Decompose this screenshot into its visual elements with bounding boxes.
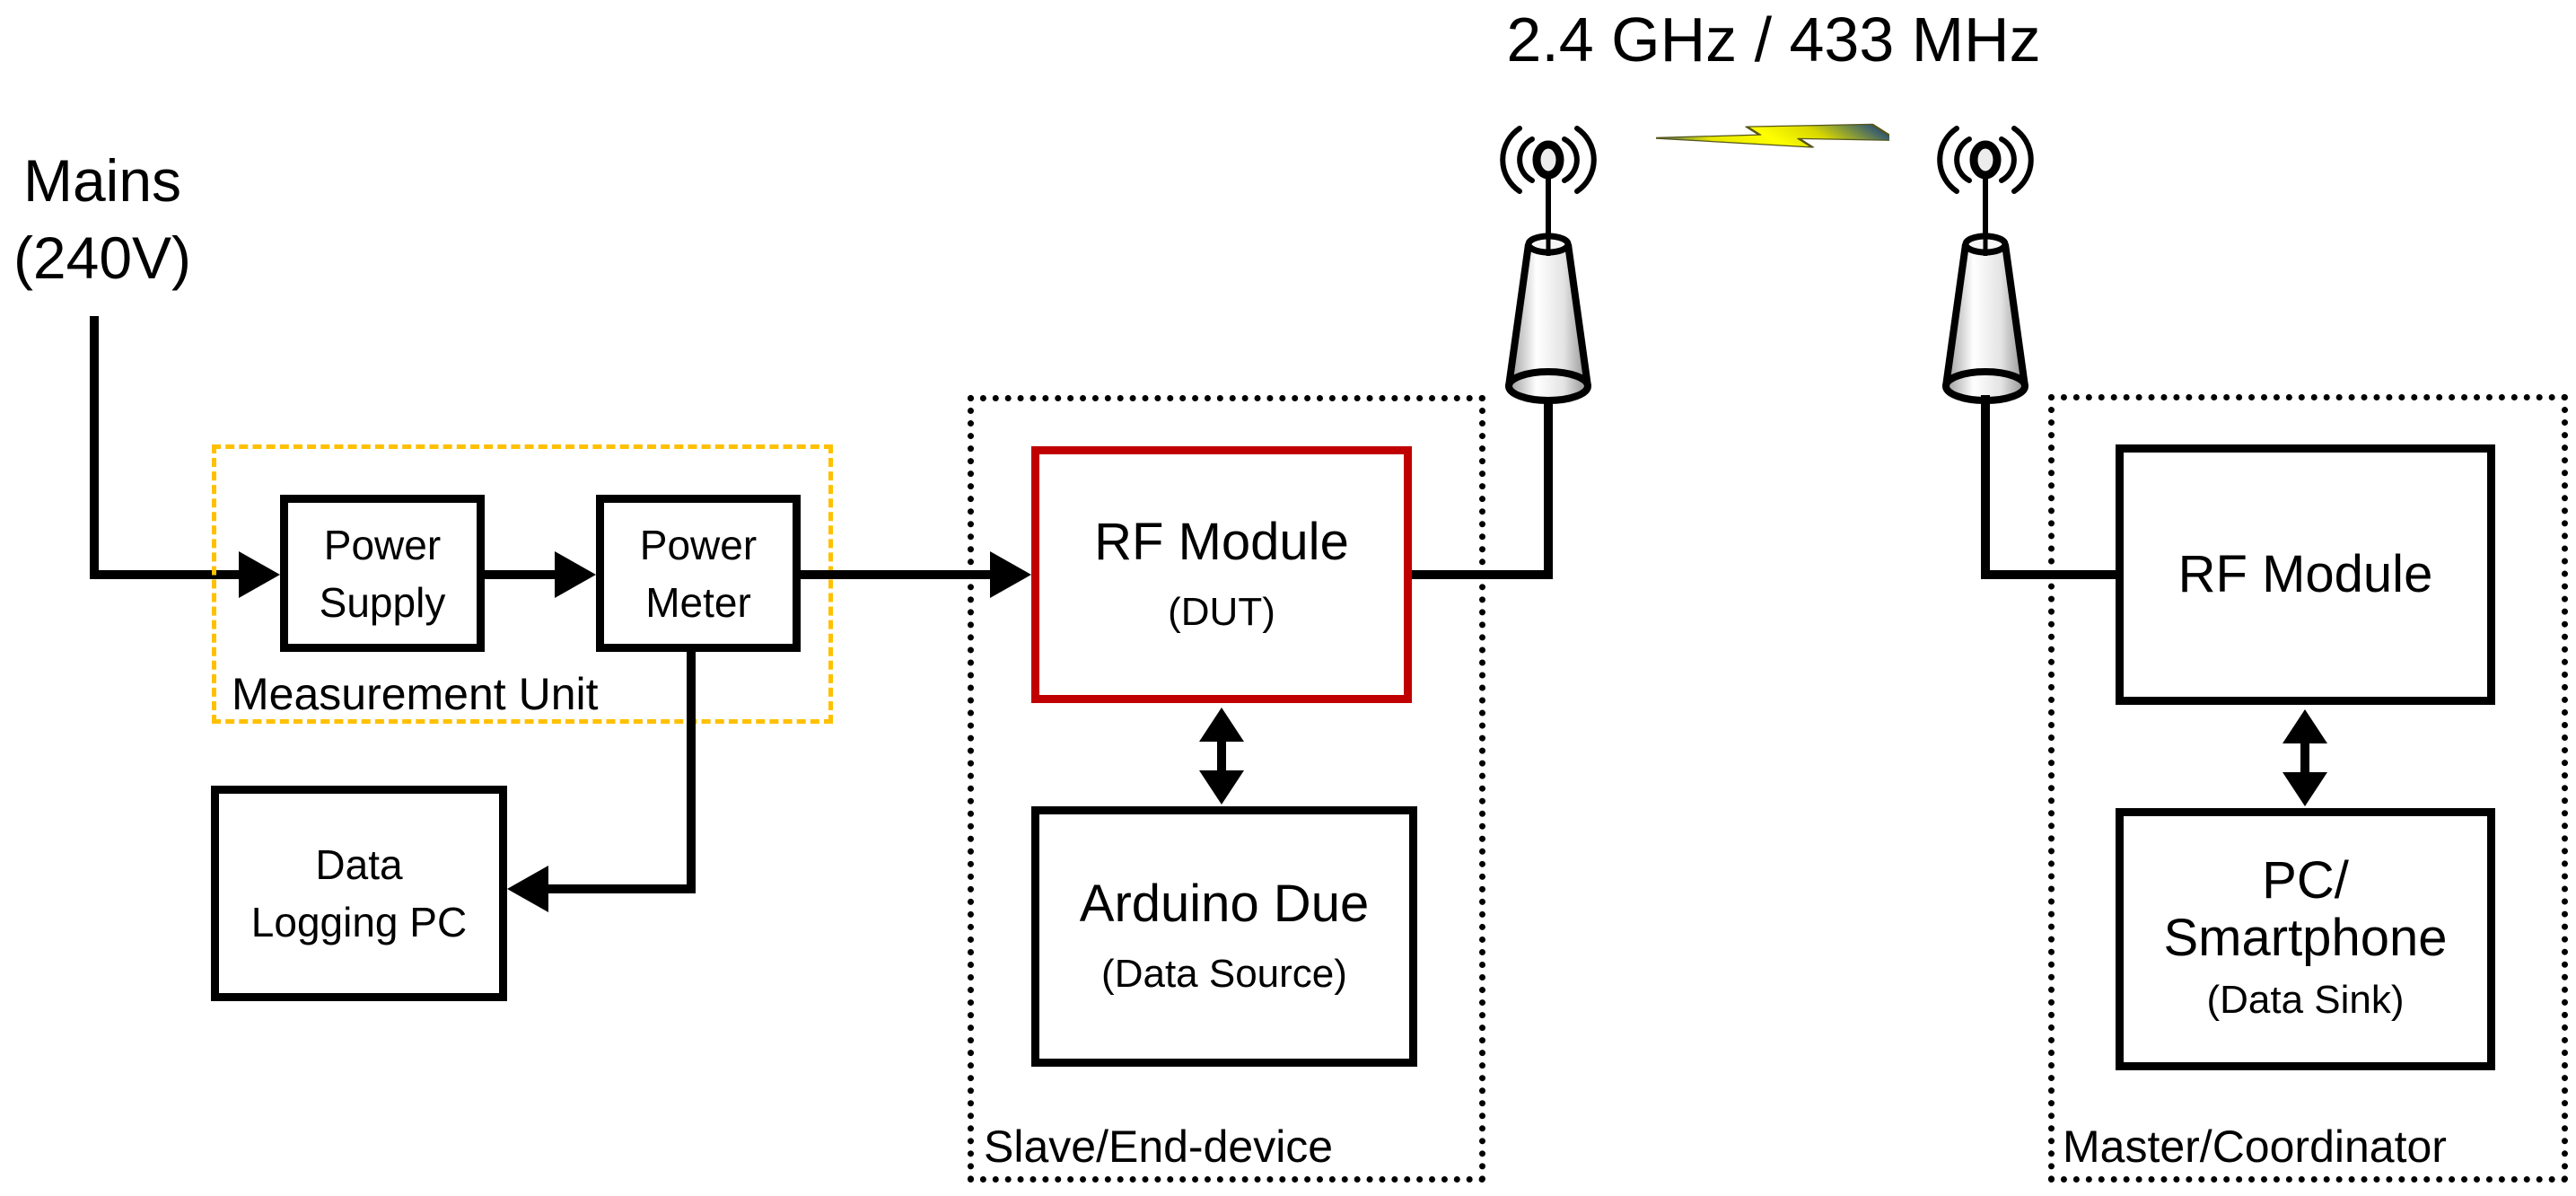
bidirectional-arrow-dut-arduino <box>1199 708 1244 805</box>
power-meter-label-line1: Power <box>639 521 758 568</box>
wire-mains-vertical <box>90 316 99 579</box>
data-logging-pc-label-line1: Data <box>315 841 403 888</box>
rf-module-dut-box: RF Module (DUT) <box>1031 446 1412 703</box>
mains-label-line1: Mains <box>22 147 182 214</box>
pc-smartphone-subtitle: (Data Sink) <box>2206 978 2405 1022</box>
pc-smartphone-label-line2: Smartphone <box>2163 909 2448 967</box>
frequency-label: 2.4 GHz / 433 MHz <box>1506 4 2041 75</box>
measurement-unit-group <box>212 444 833 724</box>
rf-module-dut-subtitle: (DUT) <box>1168 590 1275 634</box>
master-coordinator-label: Master/Coordinator <box>2063 1121 2447 1172</box>
wire-to-logging-pc <box>547 884 696 893</box>
slave-end-device-group <box>968 395 1485 1183</box>
arduino-due-subtitle: (Data Source) <box>1101 952 1347 996</box>
wire-mains-horizontal <box>90 570 239 579</box>
lightning-bolt-icon <box>1656 123 1889 148</box>
mains-label-line2: (240V) <box>13 224 192 291</box>
arrowhead-into-logging-pc <box>507 866 548 912</box>
power-supply-box: Power Supply <box>280 495 485 652</box>
rf-module-master-title: RF Module <box>2177 545 2433 603</box>
pc-smartphone-box: PC/ Smartphone (Data Sink) <box>2116 808 2495 1070</box>
power-supply-label-line1: Power <box>323 521 442 568</box>
slave-end-device-label: Slave/End-device <box>984 1121 1334 1172</box>
arrowhead-supply-to-meter <box>555 551 596 598</box>
arrowhead-mains-to-power-supply <box>239 551 280 598</box>
arrowhead-meter-to-rf <box>990 551 1031 598</box>
wire-left-antenna-feed <box>1544 395 1553 579</box>
arduino-due-box: Arduino Due (Data Source) <box>1031 806 1417 1067</box>
pc-smartphone-label-line1: PC/ <box>2262 851 2349 910</box>
power-meter-box: Power Meter <box>596 495 801 652</box>
antenna-icon-right <box>1937 126 2034 404</box>
measurement-unit-label: Measurement Unit <box>232 669 599 719</box>
power-meter-label-line2: Meter <box>645 578 751 626</box>
arduino-due-title: Arduino Due <box>1079 875 1370 933</box>
rf-module-master-box: RF Module <box>2116 444 2495 705</box>
data-logging-pc-label-line2: Logging PC <box>250 899 468 945</box>
wire-supply-to-meter <box>485 570 555 579</box>
arrow-stem <box>2300 736 2309 779</box>
wire-rf-to-left-antenna <box>1412 570 1553 579</box>
rf-module-dut-title: RF Module <box>1094 513 1349 571</box>
data-logging-pc-box: Data Logging PC <box>211 786 507 1001</box>
arrow-stem <box>1217 734 1226 778</box>
power-supply-label-line2: Supply <box>319 578 446 626</box>
arrowhead-down <box>1199 770 1244 805</box>
antenna-icon-left <box>1500 126 1597 404</box>
wire-meter-down <box>687 652 696 893</box>
wire-meter-to-rf <box>801 570 990 579</box>
bidirectional-arrow-rf-pc <box>2282 709 2327 806</box>
mains-label: Mains (240V) <box>7 142 197 296</box>
wire-right-antenna-feed <box>1981 395 1990 579</box>
arrowhead-down <box>2282 772 2327 806</box>
master-coordinator-group <box>2048 394 2568 1183</box>
